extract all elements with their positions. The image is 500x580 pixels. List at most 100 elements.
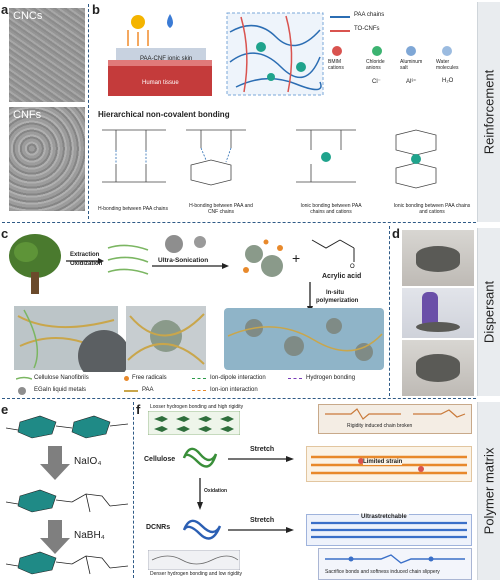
separator-top [2, 222, 476, 223]
arrow-naio4 [40, 446, 70, 480]
box-sacrifice-bonds: Sacrifice bonds and softness induced cha… [318, 548, 472, 580]
step-insitu: In-situ [326, 290, 344, 296]
sun-icon [131, 15, 145, 29]
bond-caption-1: H-bonding between PAA chains [98, 206, 168, 212]
label-stretch-1: Stretch [250, 446, 275, 453]
network-detail-images [14, 306, 384, 372]
cnf-fibers [107, 244, 149, 275]
sidebar-label-polymer-matrix: Polymer matrix [481, 447, 497, 535]
cellulose-structure-3 [6, 551, 129, 575]
caption-sacrifice: Sacrifice bonds and softness induced cha… [325, 569, 440, 575]
sphere-cluster [243, 239, 283, 277]
aluminum-icon [406, 46, 416, 56]
step-oxidization: Oxidization [70, 261, 103, 267]
reagent-nabh4: NaBH₄ [74, 530, 105, 541]
separator-ab [88, 4, 89, 219]
caption-looser-bonding: Looser hydrogen bonding and high rigidit… [150, 404, 244, 410]
panel-label-e: e [1, 402, 9, 417]
tem-label-cnfs: CNFs [13, 109, 42, 121]
label-dcnrs: DCNRs [146, 524, 171, 531]
legend-tocnf-swatch [330, 30, 350, 32]
legend-tocnf-label: TO-CNFs [354, 26, 380, 32]
tissue-label: Human tissue [142, 80, 179, 86]
tem-image-cnfs: CNFs [9, 107, 85, 211]
svg-text:O: O [350, 264, 355, 270]
sidebar-dispersant: Dispersant [477, 228, 500, 396]
bond-caption-4: Ionic bonding between PAA chains and cat… [393, 203, 471, 215]
tree-icon [9, 234, 61, 294]
sample-photo-3 [402, 340, 474, 396]
network-zoom [226, 12, 324, 96]
box-ultrastretchable: Ultrastretchable [306, 514, 472, 546]
egain-spheres [165, 235, 206, 253]
box-limited-strain: Limited strain [306, 446, 472, 482]
bmim-icon [332, 46, 342, 56]
acrylic-acid-structure: O [311, 239, 355, 270]
box-rigidity: Rigidity induced chain broken [318, 404, 472, 434]
panel-label-d: d [392, 226, 400, 241]
cellulose-structure-2 [6, 489, 129, 513]
arrow-stretch-1 [228, 456, 294, 462]
sample-photo-1 [402, 230, 474, 286]
symbol-aluminum: Al³⁺ [406, 79, 417, 85]
arrow-nabh4 [40, 520, 70, 554]
sidebar-polymer-matrix: Polymer matrix [477, 402, 500, 580]
legend-b: PAA chains TO-CNFs BMIM cations Chloride… [328, 12, 470, 100]
chloride-icon [372, 46, 382, 56]
panel-label-a: a [1, 2, 9, 17]
plus-sign: + [292, 250, 301, 266]
legend-c-label-radicals: Free radicals [132, 375, 167, 381]
separator-ef [133, 402, 134, 578]
water-icon [442, 46, 452, 56]
step-extraction: Extraction [70, 252, 100, 258]
legend-iondipole-icon [192, 378, 206, 379]
step-ultrasonication: Ultra-Sonication [158, 257, 209, 264]
legend-radicals-icon [124, 376, 129, 381]
amorphous-dcnr-sheet [148, 550, 240, 570]
sidebar-label-dispersant: Dispersant [481, 280, 497, 344]
sidebar-label-reinforcement: Reinforcement [481, 69, 497, 155]
panel-label-c: c [1, 226, 9, 241]
dcnr-coil [182, 519, 222, 540]
legend-paa-icon [124, 390, 138, 392]
bond-caption-3: Ionic bonding between PAA chains and cat… [300, 203, 362, 215]
panel-label-f: f [136, 402, 141, 417]
legend-c-label-egain: EGaIn liquid metals [34, 387, 87, 393]
separator-cd [389, 226, 390, 396]
caption-ultrastretchable: Ultrastretchable [359, 514, 409, 520]
sample-photo-2 [402, 288, 474, 338]
legend-egain-icon [18, 387, 26, 395]
legend-water-label: Water molecules [436, 59, 459, 71]
panel-label-b: b [92, 2, 100, 17]
bonding-section-title: Hierarchical non-covalent bonding [98, 110, 230, 119]
legend-bmim-label: BMIM cations [328, 59, 344, 71]
legend-chloride-label: Chloride anions [366, 59, 385, 71]
caption-limited-strain: Limited strain [363, 459, 403, 465]
legend-c-label-hbond: Hydrogen bonding [306, 375, 356, 381]
legend-c-label-ionion: Ion-ion interaction [210, 387, 258, 393]
legend-hbond-icon [288, 378, 302, 379]
arrow-extraction [66, 258, 104, 264]
ionic-skin-illustration [108, 14, 212, 96]
reagent-naio4: NaIO₄ [74, 456, 102, 467]
symbol-water: H₂O [442, 78, 454, 84]
cellulose-coil [182, 447, 218, 468]
legend-paa-label: PAA chains [354, 12, 385, 18]
legend-cnf-icon [16, 376, 32, 380]
caption-rigidity: Rigidity induced chain broken [347, 423, 413, 429]
cellulose-structure-1 [6, 415, 129, 439]
crystalline-cellulose-sheet [148, 411, 240, 435]
skin-label: PAA-CNF ionic skin [140, 56, 193, 62]
label-cellulose: Cellulose [144, 456, 176, 463]
symbol-chloride: Cl⁻ [372, 79, 381, 85]
legend-aluminum-label: Aluminum salt [400, 59, 423, 71]
acrylic-acid-label: Acrylic acid [322, 273, 362, 280]
label-oxidation: Oxidation [204, 488, 228, 494]
bond-caption-2: H-bonding between PAA and CNF chains [189, 203, 253, 215]
legend-ionion-icon [192, 390, 206, 391]
step-polymerization: polymerization [316, 298, 359, 304]
legend-paa-swatch [330, 16, 350, 18]
arrow-ultrasonication [152, 263, 229, 269]
label-stretch-2: Stretch [250, 517, 275, 524]
legend-c: Cellulose Nanofibrils Free radicals Ion-… [16, 375, 386, 397]
